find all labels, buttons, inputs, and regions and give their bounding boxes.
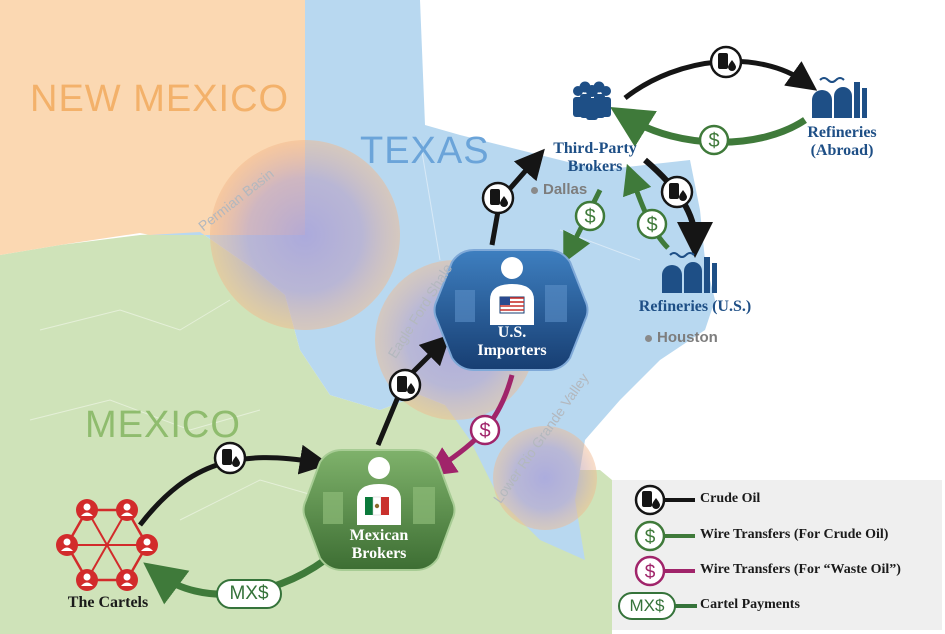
svg-text:$: $ [646,214,657,236]
us-importers-label: U.S. Importers [452,324,572,360]
rio-grande-field [493,426,597,530]
dollar-icon: $ [469,414,501,446]
oil-barrel-icon [213,441,247,475]
legend-list: Crude Oil Wire Transfers (For Crude Oil)… [612,480,942,630]
svg-text:$: $ [479,420,490,442]
texas-label: TEXAS [360,130,490,172]
oil-barrel-icon [388,368,422,402]
dallas-text: Dallas [543,181,588,198]
us-importers-node [433,249,589,371]
refinery-icon [812,77,867,118]
people-group-icon [573,81,611,120]
businessman-icon [490,257,534,325]
third-party-line2: Brokers [567,158,623,175]
refineries-abroad-label: Refineries (Abroad) [787,124,897,160]
third-party-line1: Third-Party [553,140,637,157]
refineries-us-label: Refineries (U.S.) [638,298,752,315]
legend-wire-waste-text: Wire Transfers (For “Waste Oil”) [700,562,901,577]
dallas-label: Dallas [531,181,587,198]
oil-barrel-icon [660,175,694,209]
mexican-brokers-label: Mexican Brokers [319,527,439,563]
us-importers-line1: U.S. [497,324,527,341]
legend-wire-crude-text: Wire Transfers (For Crude Oil) [700,527,889,542]
legend-item-wire-waste: Wire Transfers (For “Waste Oil”) [612,557,942,587]
cartels-label: The Cartels [67,594,149,611]
svg-text:$: $ [708,130,719,152]
refineries-abroad-line2: (Abroad) [810,142,874,159]
new-mexico-label: NEW MEXICO [30,78,290,120]
mexico-region [0,232,612,634]
oil-barrel-icon [709,45,743,79]
city-dot-icon [645,334,652,342]
legend-cartel-payments-text: Cartel Payments [700,597,800,612]
legend-mxs-badge: MX$ [618,592,676,620]
refinery-icon [662,252,717,293]
mexican-brokers-line2: Brokers [351,545,407,562]
dollar-icon: $ [636,208,668,240]
mexican-brokers-line1: Mexican [349,527,409,544]
dollar-icon: $ [698,124,730,156]
oil-barrel-icon [481,181,515,215]
county-lines [29,139,641,521]
svg-text:$: $ [584,206,595,228]
legend-item-crude-oil: Crude Oil [612,486,942,516]
us-importers-line2: Importers [477,342,547,359]
city-dot-icon [531,186,538,194]
legend-item-wire-crude: Wire Transfers (For Crude Oil) [612,522,942,552]
mexican-brokers-node [302,449,456,571]
houston-text: Houston [657,329,718,346]
legend-crude-oil-text: Crude Oil [700,491,761,506]
dollar-icon: $ [574,200,606,232]
legend-item-cartel-payments: MX$ Cartel Payments [612,592,942,622]
cartel-network-icon [56,499,158,591]
mexico-label: MEXICO [85,404,241,446]
mxs-badge: MX$ [216,579,282,609]
houston-label: Houston [645,329,718,346]
businessman-icon [357,457,401,525]
third-party-brokers-label: Third-Party Brokers [535,140,655,176]
refineries-abroad-line1: Refineries [807,124,877,141]
permian-basin-field [210,140,400,330]
